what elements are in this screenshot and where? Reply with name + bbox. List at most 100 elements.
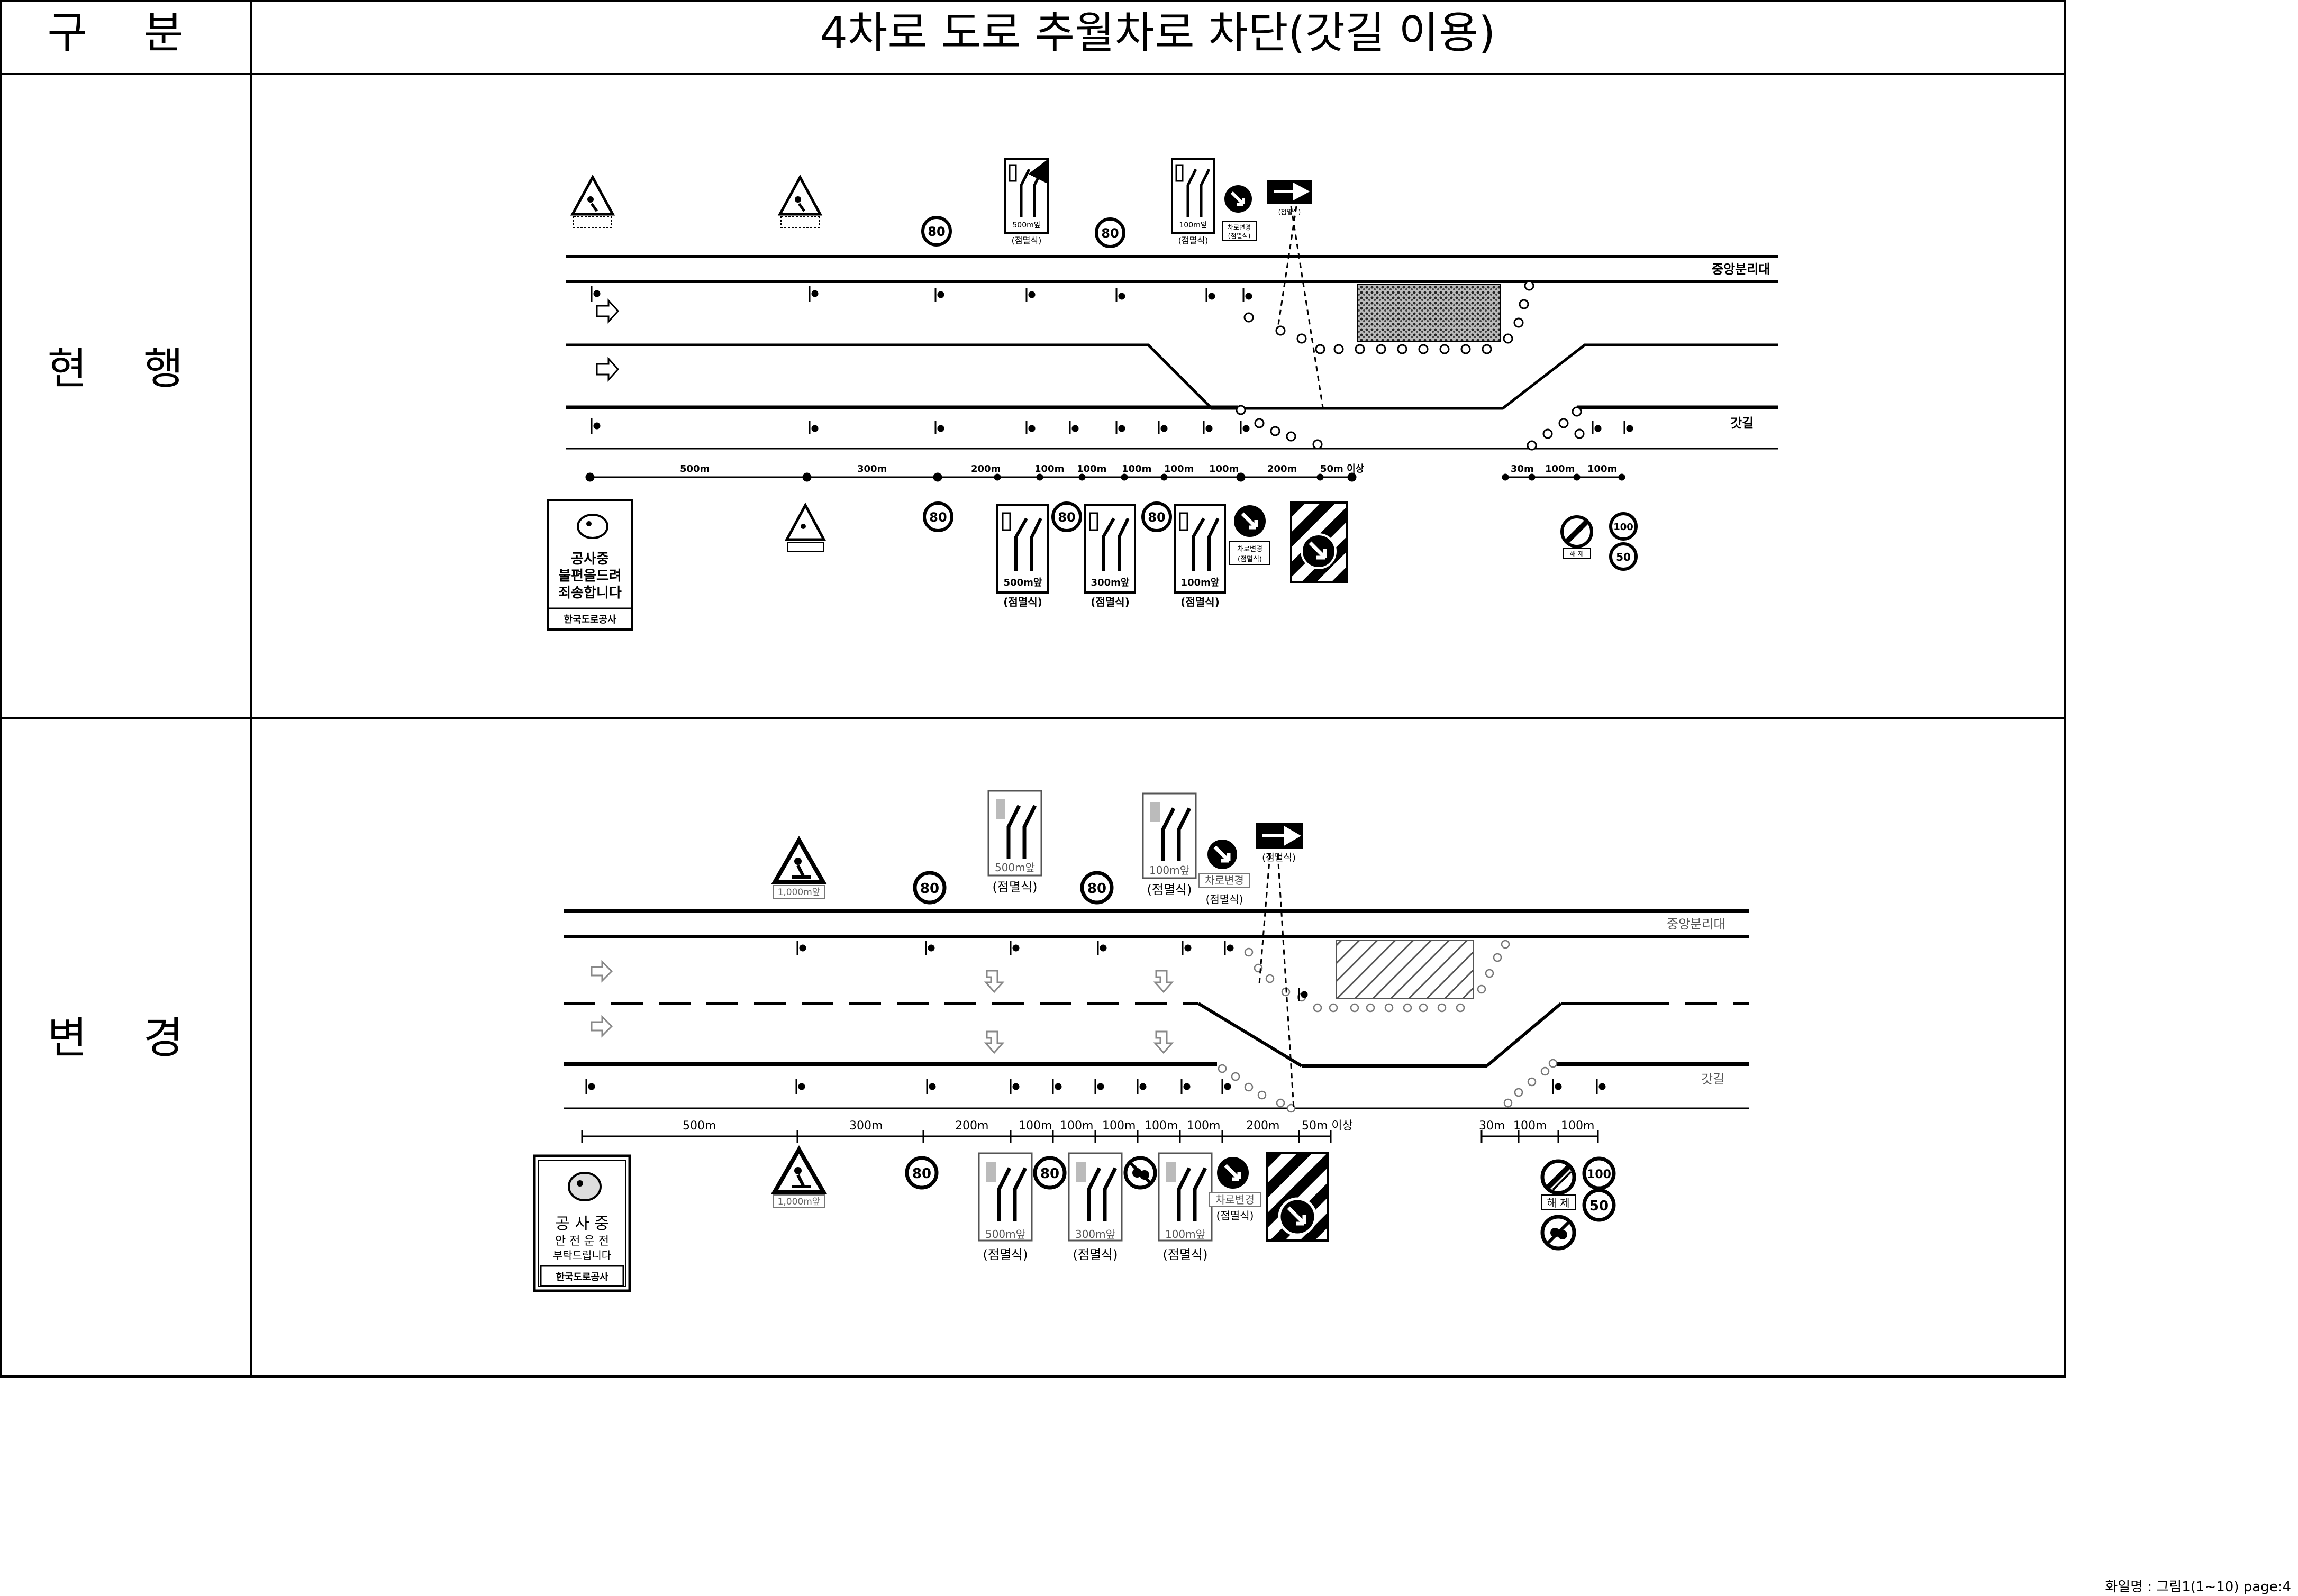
svg-text:부탁드립니다: 부탁드립니다 xyxy=(553,1249,611,1262)
svg-text:(점멸식): (점멸식) xyxy=(993,880,1038,895)
row2-lane-arrows xyxy=(591,960,1174,1054)
svg-text:100m: 100m xyxy=(1145,1119,1178,1133)
lane-closed-sign-icon: 100m앞 (점멸식) xyxy=(1171,158,1215,245)
row2-cones xyxy=(1218,940,1558,1113)
row1-top-signs: 80 500m앞 (점멸식) 80 100m앞 (점멸식) xyxy=(570,158,1312,248)
svg-text:(점멸식): (점멸식) xyxy=(1091,596,1129,608)
table-frame xyxy=(0,0,2066,1378)
row1-pointer-lines xyxy=(1277,206,1324,408)
speed-limit-icon: 80 xyxy=(1033,1156,1067,1190)
svg-text:500m앞: 500m앞 xyxy=(995,861,1035,874)
svg-text:200m: 200m xyxy=(1267,463,1297,475)
no-overtaking-end-icon xyxy=(1540,1215,1576,1251)
svg-text:(점멸식): (점멸식) xyxy=(1003,596,1042,608)
keep-right-icon: 차로변경 (점멸식) xyxy=(1229,505,1270,565)
end-restriction-icon: 해 제 xyxy=(1560,515,1593,559)
svg-text:300m앞: 300m앞 xyxy=(1091,577,1130,588)
speed-limit-icon: 80 xyxy=(1141,501,1172,532)
svg-text:해 제: 해 제 xyxy=(1547,1197,1569,1209)
svg-text:공 사 중: 공 사 중 xyxy=(555,1215,609,1233)
construction-notice-board: 공사중 불편을드려 죄송합니다 한국도로공사 xyxy=(547,499,633,631)
speed-limit-icon: 100 xyxy=(1582,1156,1616,1190)
warning-sign-icon xyxy=(784,502,826,552)
svg-text:80: 80 xyxy=(1058,510,1075,525)
svg-text:500m앞: 500m앞 xyxy=(985,1228,1025,1241)
arrow-board-icon: (점멸식) xyxy=(1267,180,1312,216)
row1-label: 현 행 xyxy=(48,344,205,394)
svg-text:불편을드려: 불편을드려 xyxy=(558,568,622,584)
svg-text:(점멸식): (점멸식) xyxy=(1206,893,1243,906)
row2-post-marks xyxy=(585,941,1606,1094)
svg-text:300m: 300m xyxy=(849,1119,883,1133)
svg-text:해 제: 해 제 xyxy=(1570,550,1584,558)
worker-warning-sign-icon: 1,000m앞 xyxy=(771,835,827,899)
row2-diagram: 중앙분리대 갓길 500m 300m 200m 100m 100m 100m 1… xyxy=(533,790,1749,1292)
svg-text:(점멸식): (점멸식) xyxy=(1147,882,1192,897)
svg-text:100m: 100m xyxy=(1187,1119,1220,1133)
svg-text:(점멸식): (점멸식) xyxy=(1216,1209,1254,1222)
keep-right-icon: 차로변경 (점멸식) xyxy=(1198,840,1250,906)
svg-text:(점멸식): (점멸식) xyxy=(1238,555,1262,563)
row2-distance-line xyxy=(581,1130,1599,1143)
lane-closed-sign-icon: 300m앞 (점멸식) xyxy=(1068,1152,1123,1262)
speed-limit-icon: 50 xyxy=(1582,1188,1616,1222)
svg-text:100m: 100m xyxy=(1209,463,1239,475)
svg-text:100m: 100m xyxy=(1122,463,1151,475)
keep-right-icon: 차로변경 (점멸식) xyxy=(1209,1157,1261,1222)
svg-text:1,000m앞: 1,000m앞 xyxy=(778,1197,821,1207)
keep-right-icon: 차로변경 (점멸식) xyxy=(1222,185,1257,241)
svg-text:500m: 500m xyxy=(683,1119,716,1133)
svg-text:100m: 100m xyxy=(1164,463,1194,475)
speed-limit-icon: 80 xyxy=(921,216,952,247)
row1-median-label: 중앙분리대 xyxy=(1712,262,1770,277)
row1-road xyxy=(566,255,1778,450)
row2-pointer-lines xyxy=(1258,854,1295,1109)
warning-sign-icon xyxy=(777,174,823,228)
row2-road xyxy=(564,909,1749,1109)
svg-text:(점멸식): (점멸식) xyxy=(1073,1247,1118,1262)
lane-closed-sign-icon: 500m앞 (점멸식) xyxy=(996,504,1049,608)
speed-limit-icon: 50 xyxy=(1609,542,1638,571)
svg-text:100: 100 xyxy=(1613,522,1633,533)
svg-text:100: 100 xyxy=(1587,1168,1611,1181)
arrow-board-icon: (점멸식) xyxy=(1256,823,1303,863)
svg-text:50: 50 xyxy=(1589,1198,1609,1214)
row1-distance-labels: 500m 300m 200m 100m 100m 100m 100m 100m … xyxy=(680,463,1617,475)
svg-text:100m: 100m xyxy=(1019,1119,1052,1133)
speed-limit-icon: 80 xyxy=(1095,217,1125,248)
svg-text:80: 80 xyxy=(1087,881,1106,897)
svg-text:(점멸식): (점멸식) xyxy=(1178,235,1209,245)
svg-text:(점멸식): (점멸식) xyxy=(1163,1247,1208,1262)
svg-text:80: 80 xyxy=(920,881,939,897)
svg-text:100m: 100m xyxy=(1561,1119,1594,1133)
svg-text:100m앞: 100m앞 xyxy=(1149,864,1189,877)
speed-limit-icon: 80 xyxy=(1051,501,1082,532)
svg-text:한국도로공사: 한국도로공사 xyxy=(564,614,616,625)
svg-text:100m: 100m xyxy=(1513,1119,1547,1133)
svg-text:100m: 100m xyxy=(1077,463,1106,475)
row1-lane-arrows xyxy=(596,298,620,382)
row2-top-signs: 1,000m앞 80 500m앞 (점멸식) 80 100m앞 xyxy=(771,790,1303,906)
warning-sign-icon xyxy=(570,174,615,228)
svg-text:100m: 100m xyxy=(1587,463,1617,475)
speed-limit-icon: 80 xyxy=(913,871,947,905)
row2-median-label: 중앙분리대 xyxy=(1667,917,1725,932)
row1-diagram: 중앙분리대 갓길 500m 300m 200m 100m 100m 100m 1… xyxy=(547,158,1778,631)
svg-text:죄송합니다: 죄송합니다 xyxy=(558,585,622,601)
svg-text:200m: 200m xyxy=(1246,1119,1279,1133)
speed-limit-icon: 80 xyxy=(1080,871,1114,905)
svg-text:차로변경: 차로변경 xyxy=(1228,224,1251,231)
svg-text:100m앞: 100m앞 xyxy=(1179,221,1207,230)
row2-bottom-signs: 공 사 중 안 전 운 전 부탁드립니다 한국도로공사 1,000m앞 80 xyxy=(533,1145,1616,1292)
svg-text:100m앞: 100m앞 xyxy=(1181,577,1220,588)
svg-text:(점멸식): (점멸식) xyxy=(1278,208,1301,216)
svg-text:100m: 100m xyxy=(1034,463,1064,475)
header-left: 구 분 xyxy=(48,8,205,58)
svg-text:100m: 100m xyxy=(1060,1119,1093,1133)
end-restriction-icon: 해 제 xyxy=(1540,1159,1576,1210)
svg-text:500m: 500m xyxy=(680,463,710,475)
svg-text:한국도로공사: 한국도로공사 xyxy=(556,1272,608,1283)
svg-text:100m: 100m xyxy=(1545,463,1575,475)
svg-text:50: 50 xyxy=(1616,551,1631,563)
